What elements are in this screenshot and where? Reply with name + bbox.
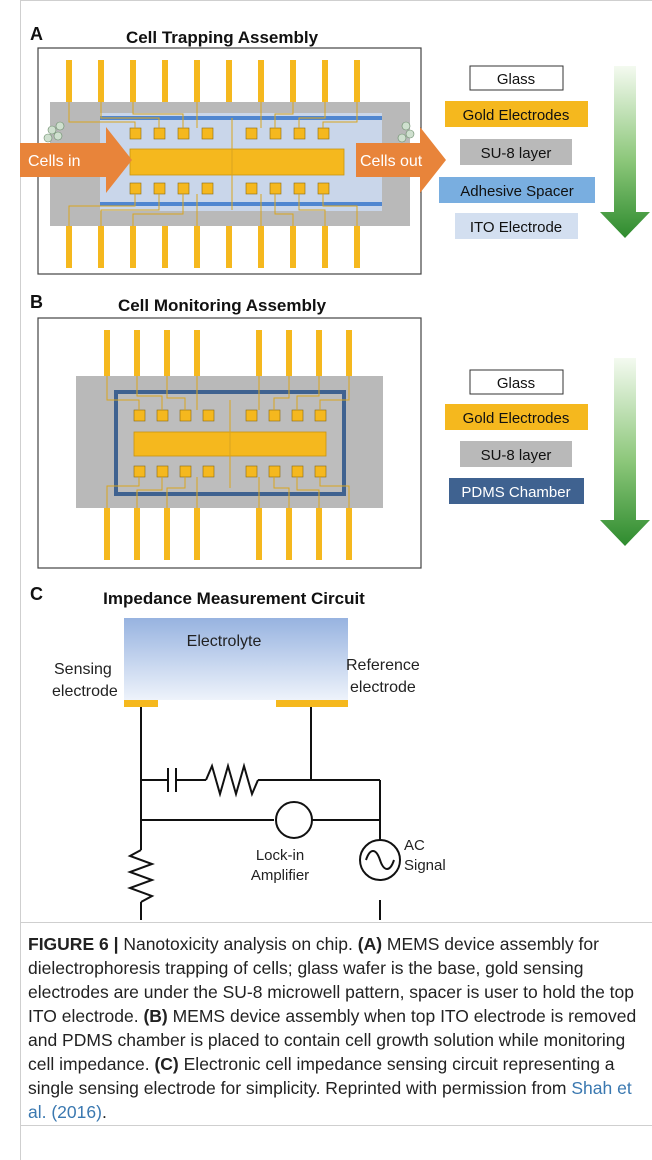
series-resistor	[205, 762, 259, 798]
panel-b-traces	[106, 376, 350, 508]
panel-a-center-electrode	[129, 148, 345, 176]
legend-a-spacer	[439, 177, 595, 203]
panel-a-legend: Glass Gold Electrodes SU-8 layer Adhesiv…	[439, 65, 595, 239]
bottom-rule	[20, 1125, 652, 1126]
figure-caption: FIGURE 6 | Nanotoxicity analysis on chip…	[28, 932, 638, 1124]
panel-b-title: Cell Monitoring Assembly	[118, 296, 327, 315]
panel-c-title: Impedance Measurement Circuit	[103, 589, 365, 608]
caption-text-b: MEMS device assembly when top ITO electr…	[28, 1006, 637, 1074]
lock-in-label-line1: Lock-in	[256, 847, 304, 864]
panel-a-traces	[68, 102, 358, 226]
panel-a-title: Cell Trapping Assembly	[126, 28, 319, 47]
legend-a-ito-label: ITO Electrode	[470, 219, 562, 236]
panel-c-letter: C	[30, 584, 43, 604]
cells-in-label: Cells in	[28, 153, 80, 170]
panel-b-letter: B	[30, 292, 43, 312]
panel-a-spacer-bottom	[100, 202, 382, 206]
sensing-electrode	[124, 700, 158, 707]
reference-electrode	[276, 700, 348, 707]
panel-b-top-leads	[104, 330, 352, 376]
panel-b-microwells-bottom	[133, 465, 327, 478]
legend-a-su8-label: SU-8 layer	[481, 145, 552, 162]
cells-out-label: Cells out	[360, 153, 423, 170]
reference-electrode-label-line2: electrode	[350, 679, 416, 696]
legend-b-pdms	[449, 478, 584, 504]
panel-a-top-leads	[66, 60, 360, 102]
cells-out-arrow	[356, 127, 446, 193]
legend-b-glass	[469, 369, 564, 395]
legend-a-glass	[469, 65, 564, 91]
panel-a-spacer-top	[100, 116, 382, 120]
legend-a-gold-label: Gold Electrodes	[463, 107, 570, 124]
panel-b-bottom-leads	[104, 508, 352, 560]
sensing-electrode-label-line2: electrode	[52, 683, 118, 700]
legend-a-glass-label: Glass	[497, 71, 535, 88]
shunt-resistor	[127, 849, 155, 903]
lock-in-amplifier	[275, 801, 313, 839]
panel-b-legend: Glass Gold Electrodes SU-8 layer PDMS Ch…	[445, 369, 588, 504]
legend-a-ito	[455, 213, 578, 239]
caption-ref-a: (A)	[357, 934, 383, 954]
caption-end: .	[101, 1102, 107, 1122]
ac-signal-label-line2: Signal	[404, 857, 446, 874]
panel-a: A Cell Trapping Assembly	[20, 24, 650, 275]
legend-b-su8	[460, 441, 572, 467]
lock-in-label-line2: Amplifier	[251, 867, 309, 884]
caption-intro: Nanotoxicity analysis on chip.	[118, 934, 358, 954]
panel-b: B Cell Monitoring Assembly	[30, 292, 650, 569]
legend-b-gold	[445, 404, 588, 430]
caption-ref-b: (B)	[143, 1006, 168, 1026]
panel-a-microwells-top	[129, 127, 330, 140]
figure-label: FIGURE 6 |	[28, 934, 119, 954]
legend-b-su8-label: SU-8 layer	[481, 447, 552, 464]
figure-graphic: A Cell Trapping Assembly	[20, 24, 650, 920]
legend-b-gold-label: Gold Electrodes	[463, 410, 570, 427]
reference-electrode-label-line1: Reference	[346, 657, 420, 674]
caption-text-a: MEMS device assembly for dielectrophores…	[28, 934, 635, 1026]
sensing-electrode-label-line1: Sensing	[54, 661, 112, 678]
electrolyte-block	[124, 618, 348, 700]
panel-a-letter: A	[30, 24, 43, 44]
legend-b-pdms-label: PDMS Chamber	[461, 484, 570, 501]
panel-b-layer-order-arrow	[600, 358, 650, 546]
panel-a-cell-icon-left	[43, 121, 65, 143]
panel-c: C Impedance Measurement Circuit Electrol…	[30, 584, 446, 920]
figure-frame	[20, 0, 652, 1160]
impedance-circuit	[127, 707, 401, 920]
legend-a-spacer-label: Adhesive Spacer	[460, 183, 573, 200]
panel-a-layer-order-arrow	[600, 66, 650, 238]
legend-b-glass-label: Glass	[497, 375, 535, 392]
cells-in-arrow	[20, 127, 132, 193]
panel-a-bottom-leads	[66, 226, 360, 268]
panel-a-cell-icon-right	[397, 121, 415, 143]
legend-a-gold	[445, 101, 588, 127]
panel-b-microwells-top	[133, 409, 327, 422]
citation-link[interactable]: Shah et al. (2016)	[28, 1078, 632, 1122]
caption-text-c: Electronic cell impedance sensing circui…	[28, 1054, 615, 1098]
ac-signal-label-line1: AC	[404, 837, 425, 854]
legend-a-su8	[460, 139, 572, 165]
electrolyte-label: Electrolyte	[187, 633, 262, 650]
caption-box	[20, 922, 652, 1123]
caption-ref-c: (C)	[154, 1054, 179, 1074]
